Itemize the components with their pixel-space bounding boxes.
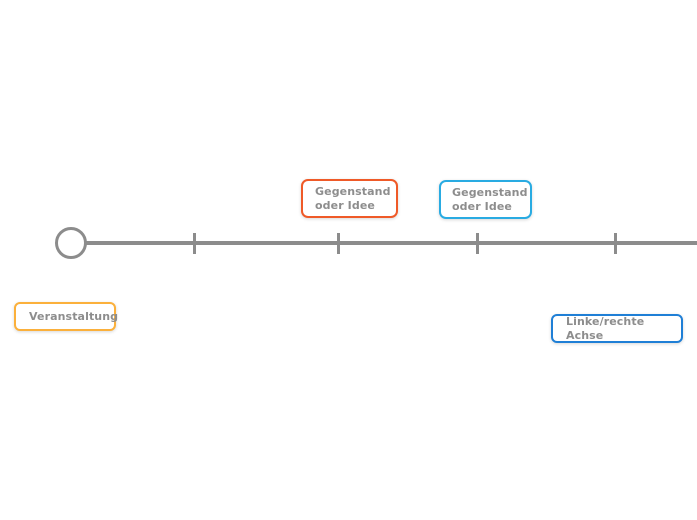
callout-event-label: Veranstaltung — [29, 309, 119, 323]
timeline-tick-1 — [193, 233, 196, 254]
callout-object-or-idea-right[interactable]: Gegenstand oder Idee — [439, 180, 532, 219]
timeline-tick-3 — [476, 233, 479, 254]
callout-object-or-idea-left-label: Gegenstand oder Idee — [315, 184, 391, 212]
timeline-axis-line — [86, 241, 697, 245]
callout-left-right-axis-label: Linke/rechte Achse — [566, 314, 645, 342]
callout-left-right-axis[interactable]: Linke/rechte Achse — [551, 314, 683, 343]
timeline-tick-4 — [614, 233, 617, 254]
timeline-origin-circle-icon — [55, 227, 87, 259]
callout-object-or-idea-right-label: Gegenstand oder Idee — [452, 185, 528, 213]
callout-object-or-idea-left[interactable]: Gegenstand oder Idee — [301, 179, 398, 218]
timeline-tick-2 — [337, 233, 340, 254]
callout-event[interactable]: Veranstaltung — [14, 302, 119, 331]
